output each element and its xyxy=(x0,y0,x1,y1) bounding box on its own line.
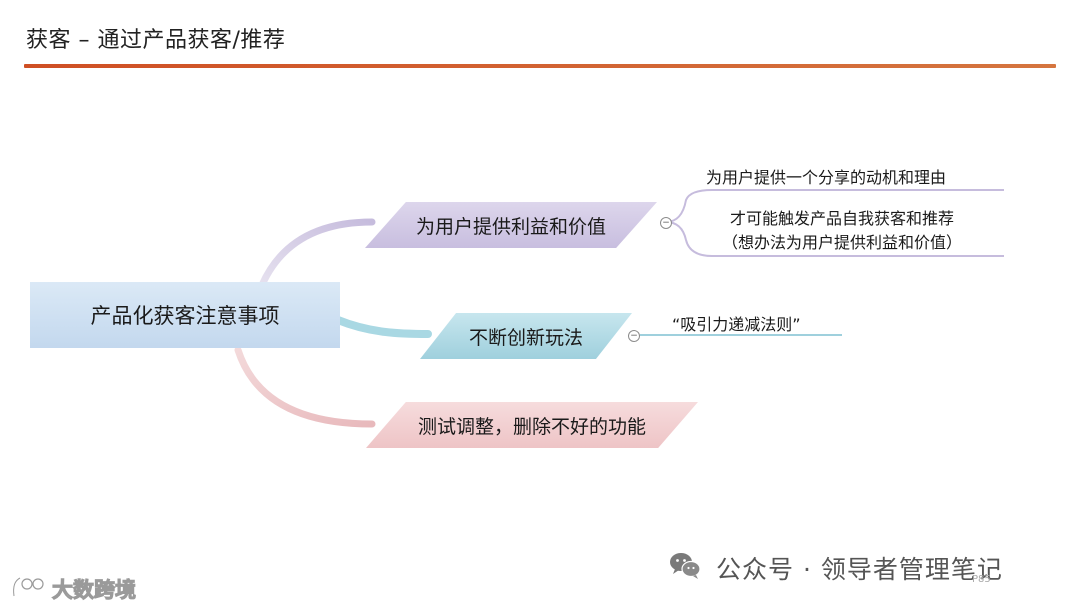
branch-test-adjust[interactable]: 测试调整，删除不好的功能 xyxy=(366,402,698,448)
connector-root-branch3 xyxy=(234,346,376,428)
branch-innovate[interactable]: 不断创新玩法 xyxy=(420,313,632,359)
footer-source: 公众号 · 领导者管理笔记 xyxy=(716,555,1003,584)
leaf-line: （想办法为用户提供利益和价值） xyxy=(721,233,962,252)
leaf-diminishing-attraction: “吸引力递减法则” xyxy=(672,315,801,334)
leaf-line: 才可能触发产品自我获客和推荐 xyxy=(729,209,954,228)
page-number: P85 xyxy=(972,574,991,585)
mindmap-root[interactable]: 产品化获客注意事项 xyxy=(30,282,340,348)
connector-branch1-leaf1 xyxy=(665,189,1004,223)
leaf-self-acquisition: 才可能触发产品自我获客和推荐 （想办法为用户提供利益和价值） xyxy=(706,205,978,253)
collapse-icon[interactable]: − xyxy=(628,330,640,342)
connector-root-branch2 xyxy=(334,316,432,338)
watermark-logo-icon xyxy=(12,576,44,597)
wechat-icon xyxy=(670,553,701,579)
watermark-text: 大数跨境 xyxy=(52,578,137,603)
title-divider xyxy=(24,64,1056,68)
connector-branch1-leaf2 xyxy=(665,221,1004,257)
connector-root-branch1 xyxy=(258,218,376,289)
slide-title: 获客 – 通过产品获客/推荐 xyxy=(26,28,286,53)
branch-user-value[interactable]: 为用户提供利益和价值 xyxy=(365,202,657,248)
leaf-share-motive: 为用户提供一个分享的动机和理由 xyxy=(706,168,947,187)
collapse-icon[interactable]: − xyxy=(660,217,672,229)
